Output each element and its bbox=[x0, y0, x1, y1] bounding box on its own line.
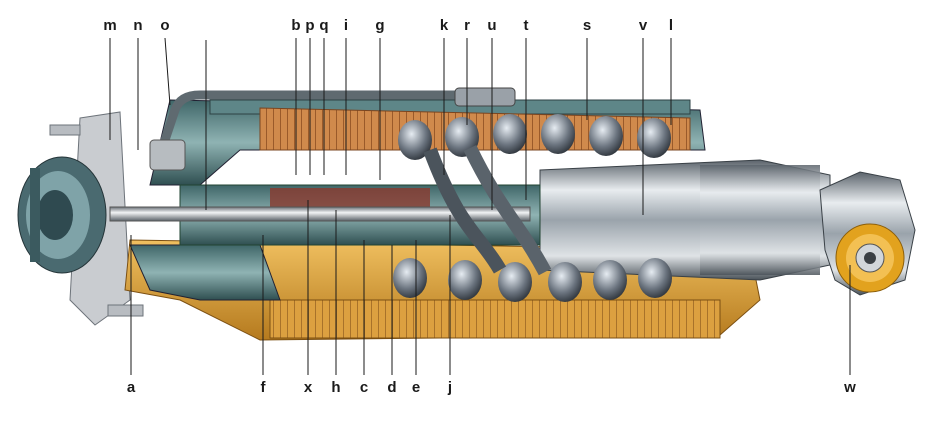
label-k: k bbox=[440, 17, 449, 34]
label-g: g bbox=[375, 17, 384, 34]
label-b: b bbox=[291, 17, 300, 34]
label-h: h bbox=[331, 379, 340, 396]
labels-top: m n o b p q i g k r u t s v l bbox=[103, 17, 673, 34]
stud-upper bbox=[49, 124, 81, 136]
label-o: o bbox=[160, 17, 169, 34]
label-e: e bbox=[412, 379, 420, 396]
leader-lines-top bbox=[109, 37, 672, 215]
damper-body bbox=[539, 159, 831, 281]
labels-bottom: a f x h c d e j w bbox=[127, 379, 856, 396]
lower-eye-mount bbox=[819, 171, 916, 296]
label-a: a bbox=[127, 379, 136, 396]
label-f: f bbox=[261, 379, 267, 396]
label-q: q bbox=[319, 17, 328, 34]
label-n: n bbox=[133, 17, 142, 34]
label-m: m bbox=[103, 17, 116, 34]
label-w: w bbox=[843, 379, 856, 396]
stud-lower bbox=[107, 304, 144, 317]
fluid-pipe bbox=[149, 87, 516, 171]
label-v: v bbox=[639, 17, 648, 34]
label-d: d bbox=[387, 379, 396, 396]
coil-spring bbox=[393, 114, 672, 302]
label-t: t bbox=[524, 17, 529, 34]
label-p: p bbox=[305, 17, 314, 34]
label-i: i bbox=[344, 17, 348, 34]
top-mount-disc bbox=[17, 156, 107, 274]
leader-lines-bottom bbox=[130, 200, 851, 375]
label-c: c bbox=[360, 379, 368, 396]
label-r: r bbox=[464, 17, 470, 34]
piston-rod bbox=[109, 206, 531, 222]
label-j: j bbox=[447, 379, 452, 396]
label-x: x bbox=[304, 379, 313, 396]
label-u: u bbox=[487, 17, 496, 34]
label-s: s bbox=[583, 17, 591, 34]
label-l: l bbox=[669, 17, 673, 34]
